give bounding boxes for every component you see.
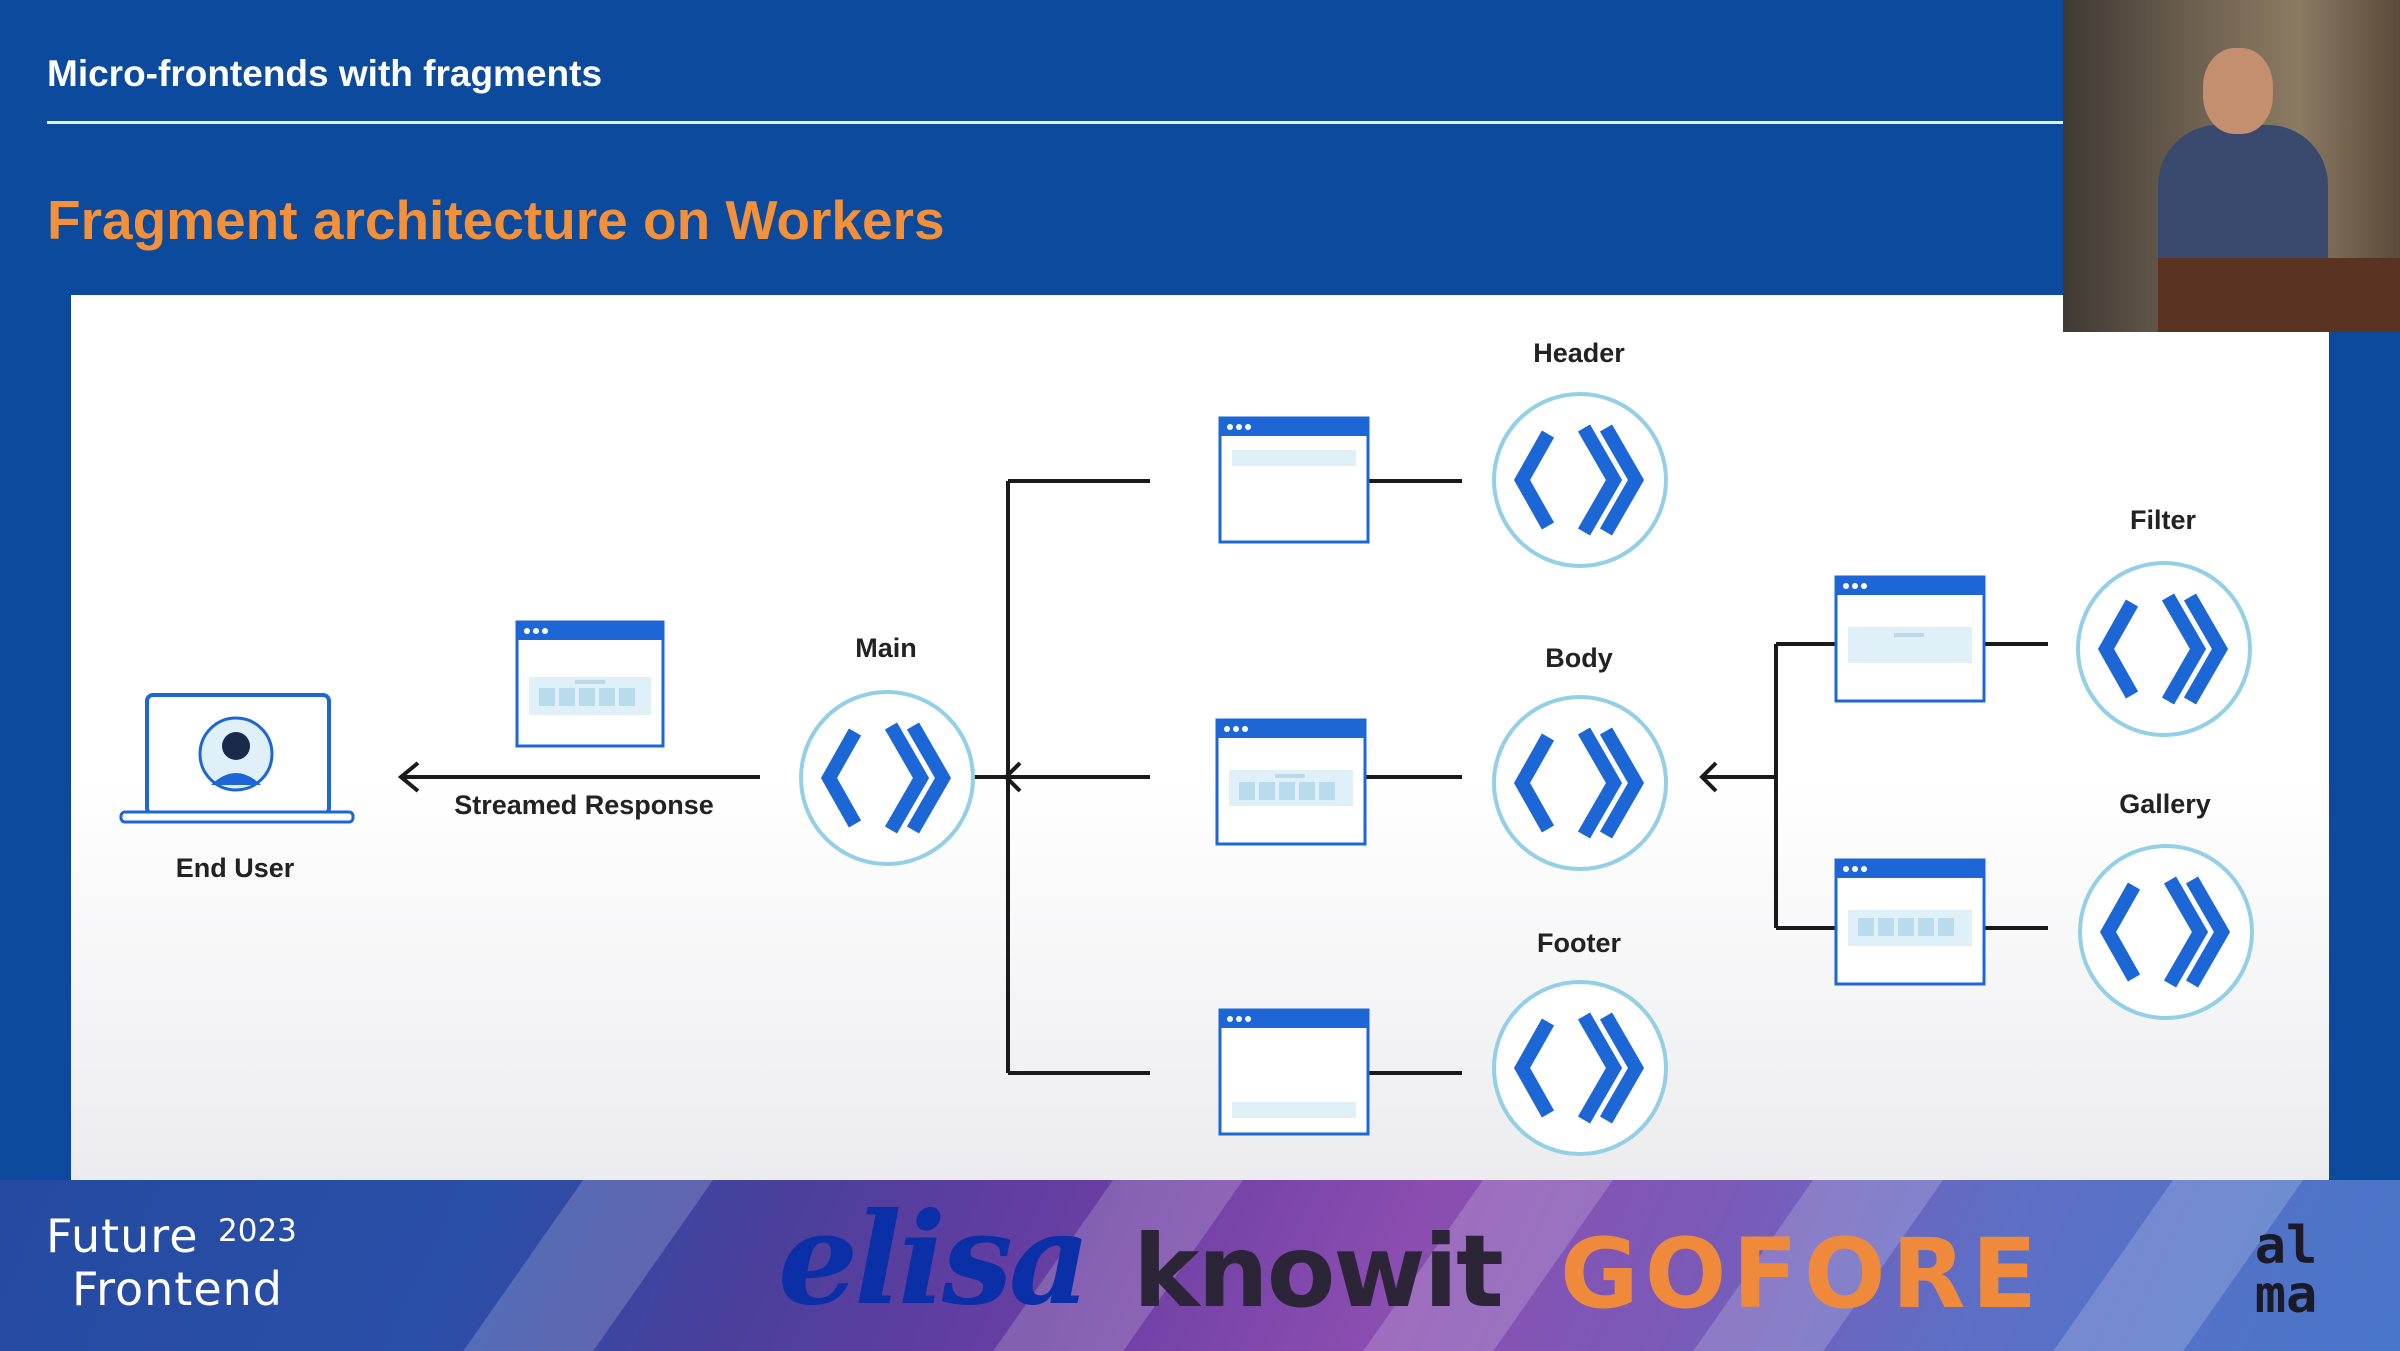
- header-window-icon: [1218, 416, 1370, 544]
- section-title: Micro-frontends with fragments: [47, 53, 603, 94]
- label-header: Header: [1533, 338, 1625, 368]
- sponsor-logo-alma-bottom: ma: [2254, 1265, 2318, 1326]
- main-worker-icon: [801, 692, 973, 864]
- gallery-window-icon: [1834, 858, 1986, 986]
- event-logo-line2: Frontend: [72, 1262, 284, 1316]
- speaker-head: [2203, 48, 2273, 134]
- header-divider: [47, 121, 2063, 124]
- filter-window-icon: [1834, 575, 1986, 703]
- streamed-response-window-icon: [515, 620, 665, 748]
- body-window-icon: [1215, 718, 1367, 846]
- sponsor-logo-elisa: elisa: [778, 1185, 1090, 1333]
- label-gallery: Gallery: [2119, 789, 2211, 819]
- filter-worker-icon: [2078, 563, 2250, 735]
- user-avatar-icon: [222, 732, 250, 760]
- body-worker-icon: [1494, 697, 1666, 869]
- label-footer: Footer: [1537, 928, 1621, 958]
- sponsor-logo-alma-top: al: [2254, 1216, 2318, 1276]
- diagram-panel: End User Streamed Response Main Header: [71, 295, 2329, 1180]
- slide-title: Fragment architecture on Workers: [47, 189, 945, 251]
- header-worker-icon: [1494, 394, 1666, 566]
- event-logo-line1: Future: [46, 1209, 199, 1263]
- speaker-camera-inset: [2063, 0, 2400, 332]
- label-filter: Filter: [2130, 505, 2197, 535]
- label-end-user: End User: [176, 853, 295, 883]
- sponsor-logo-knowit: knowit: [1133, 1213, 1504, 1330]
- label-streamed-response: Streamed Response: [454, 790, 714, 820]
- sponsor-logo-alma: al ma: [2236, 1216, 2336, 1326]
- label-main: Main: [855, 633, 917, 663]
- gallery-worker-icon: [2080, 846, 2252, 1018]
- banner-stripe: [442, 1180, 728, 1351]
- footer-window-icon: [1218, 1008, 1370, 1136]
- laptop-icon: [119, 693, 355, 824]
- footer-banner: [0, 1180, 2400, 1351]
- slide-header: Micro-frontends with fragments Fragment …: [0, 0, 2063, 295]
- architecture-diagram: End User Streamed Response Main Header: [119, 338, 2329, 1180]
- event-logo-year: 2023: [218, 1213, 297, 1249]
- arrow-to-body: [1699, 761, 1718, 793]
- footer-worker-icon: [1494, 982, 1666, 1154]
- label-body: Body: [1545, 643, 1613, 673]
- podium: [2158, 258, 2400, 332]
- sponsor-logo-gofore: GOFORE: [1560, 1218, 2044, 1330]
